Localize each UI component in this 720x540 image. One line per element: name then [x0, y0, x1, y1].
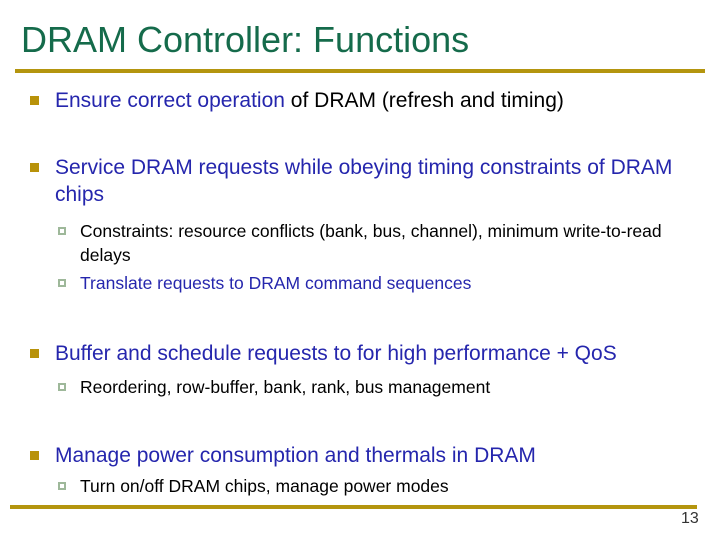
sub-bullet-text: Translate requests to DRAM command seque…	[80, 273, 472, 293]
sub-bullet-text: Turn on/off DRAM chips, manage power mod…	[80, 476, 449, 496]
footer-line	[10, 505, 697, 509]
slide-title: DRAM Controller: Functions	[21, 19, 470, 60]
sub-bullet-square-icon	[58, 279, 66, 287]
bullet-text: Ensure correct operation of DRAM (refres…	[55, 87, 564, 114]
bullet-item: Manage power consumption and thermals in…	[30, 442, 702, 469]
page-number: 13	[681, 510, 699, 527]
bullet-text: Buffer and schedule requests to for high…	[55, 342, 617, 365]
bullet-text: Service DRAM requests while obeying timi…	[55, 156, 673, 206]
bullet-item: Ensure correct operation of DRAM (refres…	[30, 87, 702, 114]
sub-bullet-item: Reordering, row-buffer, bank, rank, bus …	[58, 375, 702, 399]
bullet-text-rest: of DRAM (refresh and timing)	[284, 89, 564, 112]
bullet-square-icon	[30, 451, 39, 460]
bullet-item: Service DRAM requests while obeying timi…	[30, 154, 702, 208]
sub-bullet-text: Constraints: resource conflicts (bank, b…	[80, 221, 662, 265]
title-underline	[15, 69, 705, 73]
sub-bullet-text: Reordering, row-buffer, bank, rank, bus …	[80, 377, 491, 397]
sub-bullet-item: Constraints: resource conflicts (bank, b…	[58, 219, 702, 267]
bullet-square-icon	[30, 163, 39, 172]
bullet-item: Buffer and schedule requests to for high…	[30, 340, 702, 367]
sub-bullet-item: Turn on/off DRAM chips, manage power mod…	[58, 474, 702, 498]
bullet-square-icon	[30, 96, 39, 105]
sub-bullet-square-icon	[58, 383, 66, 391]
sub-bullet-item: Translate requests to DRAM command seque…	[58, 271, 702, 295]
sub-bullet-square-icon	[58, 227, 66, 235]
bullet-square-icon	[30, 349, 39, 358]
bullet-text: Manage power consumption and thermals in…	[55, 444, 536, 467]
sub-bullet-square-icon	[58, 482, 66, 490]
bullet-text-emphasis: Ensure correct operation	[55, 89, 285, 112]
